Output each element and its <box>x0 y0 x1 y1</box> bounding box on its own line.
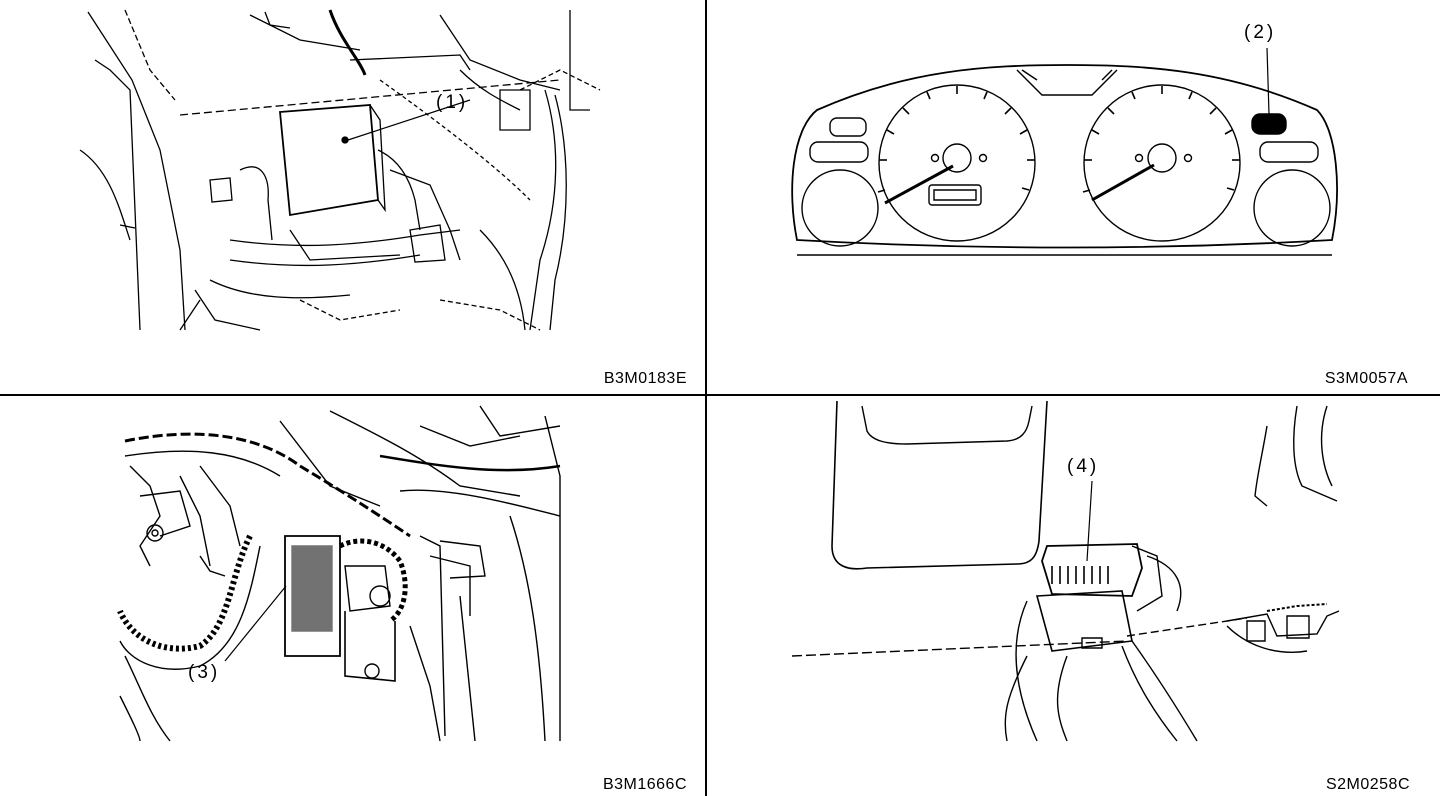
figure-code-4: S2M0258C <box>1325 776 1410 793</box>
vertical-divider <box>705 0 707 796</box>
callout-2: (2) <box>1244 22 1277 43</box>
panel-diagnosis-connector: (4) S2M0258C <box>707 396 1440 796</box>
panel-combination-meter: (2) S3M0057A <box>707 0 1440 394</box>
diagnosis-connector-illustration <box>707 396 1440 796</box>
control-module-illustration <box>0 0 705 394</box>
callout-3: (3) <box>188 662 221 683</box>
harness-connector-illustration <box>0 396 705 796</box>
combination-meter-illustration <box>707 0 1440 394</box>
callout-1: (1) <box>436 92 469 113</box>
figure-code-3: B3M1666C <box>602 776 687 793</box>
figure-code-2: S3M0057A <box>1324 370 1408 387</box>
panel-harness-connector: (3) B3M1666C <box>0 396 705 796</box>
figure-code-1: B3M0183E <box>603 370 687 387</box>
callout-4: (4) <box>1067 456 1100 477</box>
panel-control-module: (1) B3M0183E <box>0 0 705 394</box>
horizontal-divider <box>0 394 1440 396</box>
